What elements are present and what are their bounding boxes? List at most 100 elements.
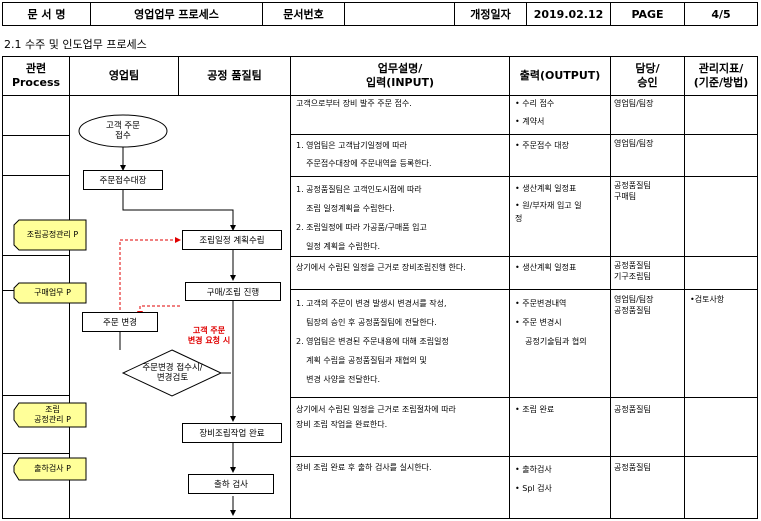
rev-date-label: 개정일자: [455, 3, 527, 25]
col-description-line1: 업무설명/: [377, 62, 423, 75]
row1-output: • 수리 접수 • 계약서: [515, 96, 554, 129]
flow-shipping-inspection[interactable]: 출하 검사: [188, 474, 274, 494]
row7-owner-line1: 공정품질팀: [614, 463, 651, 472]
col-related-process: 관련 Process: [3, 57, 69, 95]
flow-change-request-note: 고객 주문 변경 요청 시: [178, 325, 240, 347]
row5-owner: 영업팀/팀장 공정품질팀: [614, 294, 654, 316]
arrow-review-plan: [119, 237, 181, 345]
row5-output-line2: • 주문 변경시: [515, 318, 562, 327]
flow-order-change[interactable]: 주문 변경: [82, 312, 158, 332]
row3-output-line1: • 생산계획 일정표: [515, 184, 577, 193]
start-oval: [78, 114, 168, 148]
row3-desc: 1. 공정품질팀은 고객인도시점에 따라 조립 일정계획을 수립한다. 2. 조…: [296, 180, 427, 256]
row6-desc-line1: 상기에서 수립된 일정을 근거로 조립절차에 따라: [296, 405, 456, 414]
flow-change-request-note-text: 고객 주문 변경 요청 시: [187, 326, 231, 345]
row5-desc: 1. 고객의 주문이 변경 발생시 변경서를 작성, 팀장의 승인 후 공정품질…: [296, 294, 449, 389]
col-description-line2: 입력(INPUT): [365, 76, 435, 89]
row-divider-left-2: [2, 175, 69, 176]
row1-output-line2: • 계약서: [515, 117, 545, 126]
row7-output-line2: • Spl 검사: [515, 484, 552, 493]
col-kpi: 관리지표/ (기준/방법): [685, 57, 757, 95]
row2-desc: 1. 영업팀은 고객납기일정에 따라 주문접수대장에 주문내역을 등록한다.: [296, 138, 432, 171]
row-divider-left-5: [2, 395, 69, 396]
page-value: 4/5: [711, 7, 731, 21]
row6-desc: 상기에서 수립된 일정을 근거로 조립절차에 따라 장비 조립 작업을 완료한다…: [296, 402, 456, 432]
related-process-3[interactable]: 조립 공정관리 P: [19, 403, 86, 427]
related-process-4-shape: [13, 457, 87, 481]
flow-assembly-plan[interactable]: 조립일정 계획수립: [182, 230, 282, 250]
related-process-2[interactable]: 구매업무 P: [34, 288, 71, 297]
row2-desc-line1: 1. 영업팀은 고객납기일정에 따라: [296, 141, 407, 150]
row3-desc-line3: 2. 조립일정에 따라 가공품/구매품 입고: [296, 223, 427, 232]
row2-output: • 주문접수 대장: [515, 138, 569, 153]
related-process-1[interactable]: 조립공정관리 P: [26, 230, 79, 239]
flow-assembly-done[interactable]: 장비조립작업 완료: [182, 423, 282, 443]
row5-owner-line2: 공정품질팀: [614, 306, 651, 315]
row3-owner-line2: 구매팀: [614, 192, 637, 201]
section-title: 2.1 수주 및 인도업무 프로세스: [4, 38, 147, 51]
row-divider-1: [290, 134, 758, 135]
col-related-process-line2: Process: [11, 76, 61, 89]
row3-output: • 생산계획 일정표 • 원/부자재 입고 일 정: [515, 180, 582, 224]
rev-date-value: 2019.02.12: [527, 3, 611, 25]
row4-output: • 생산계획 일정표: [515, 260, 576, 275]
row7-desc: 장비 조립 완료 후 출하 검사를 실시한다.: [296, 460, 432, 475]
row3-desc-line4: 일정 계획을 수립한다.: [296, 242, 381, 251]
related-process-3-text: 조립 공정관리 P: [34, 405, 71, 424]
row3-output-line3: 정: [515, 214, 523, 223]
row5-desc-line4: 계획 수립을 공정품질팀과 재협의 및: [296, 356, 427, 365]
row-divider-4: [290, 289, 758, 290]
row6-output-line1: • 조립 완료: [515, 405, 555, 414]
col-divider-4: [509, 57, 510, 519]
page-label: PAGE: [611, 3, 685, 25]
row3-desc-line2: 조립 일정계획을 수립한다.: [296, 204, 395, 213]
row1-output-line1: • 수리 접수: [515, 99, 555, 108]
row-divider-3: [290, 256, 758, 257]
row1-desc-line1: 고객으로부터 장비 발주 주문 접수.: [296, 99, 412, 108]
row4-owner-line1: 공정품질팀: [614, 261, 651, 270]
row5-output: • 주문변경내역 • 주문 변경시 공정기술팀과 협의: [515, 294, 587, 351]
doc-no-value: [345, 3, 455, 25]
row2-owner-line1: 영업팀/팀장: [614, 139, 654, 148]
row5-kpi-line1: •검토사항: [690, 295, 725, 304]
row-divider-left-1: [2, 135, 69, 136]
row6-owner: 공정품질팀: [614, 402, 651, 417]
related-process-4[interactable]: 출하검사 P: [34, 464, 71, 473]
col-qa-team: 공정 품질팀: [207, 69, 262, 82]
row4-output-line1: • 생산계획 일정표: [515, 263, 577, 272]
process-table: [2, 56, 758, 519]
row5-desc-line2: 팀장의 승인 후 공정품질팀에 전달한다.: [296, 318, 437, 327]
related-process-3-shape: [13, 402, 87, 428]
col-divider-6: [684, 57, 685, 519]
row1-owner: 영업팀/팀장: [614, 96, 654, 111]
row-divider-2: [290, 176, 758, 177]
row2-output-line1: • 주문접수 대장: [515, 141, 569, 150]
row2-owner: 영업팀/팀장: [614, 136, 654, 151]
row5-owner-line1: 영업팀/팀장: [614, 295, 654, 304]
related-process-1-shape: [13, 219, 87, 251]
col-kpi-line1: 관리지표/: [698, 62, 744, 75]
row6-output: • 조립 완료: [515, 402, 554, 417]
row5-desc-line3: 2. 영업팀은 변경된 주문내용에 대해 조립일정: [296, 337, 449, 346]
row7-owner: 공정품질팀: [614, 460, 651, 475]
row5-kpi: •검토사항: [690, 292, 724, 307]
row5-output-line1: • 주문변경내역: [515, 299, 567, 308]
row4-owner-line2: 기구조립팀: [614, 272, 651, 281]
doc-no-label: 문서번호: [263, 3, 345, 25]
doc-name-value: 영업업무 프로세스: [91, 3, 263, 25]
flow-start[interactable]: 고객 주문 접수: [79, 115, 167, 147]
row7-output-line1: • 출하검사: [515, 465, 552, 474]
row-divider-left-6: [2, 453, 69, 454]
flow-order-ledger[interactable]: 주문접수대장: [83, 170, 163, 190]
flow-change-review[interactable]: 주문변경 접수시/ 변경검토: [125, 360, 220, 386]
header-divider: [2, 95, 758, 96]
doc-name-label: 문 서 명: [3, 3, 91, 25]
row-divider-5: [290, 397, 758, 398]
arrow-ledger-plan: [122, 190, 236, 231]
col-divider-3: [290, 57, 291, 519]
row3-owner-line1: 공정품질팀: [614, 181, 651, 190]
flow-purchase-assembly[interactable]: 구매/조립 진행: [185, 282, 281, 301]
row7-output: • 출하검사 • Spl 검사: [515, 460, 552, 498]
row4-owner: 공정품질팀 기구조립팀: [614, 260, 651, 282]
